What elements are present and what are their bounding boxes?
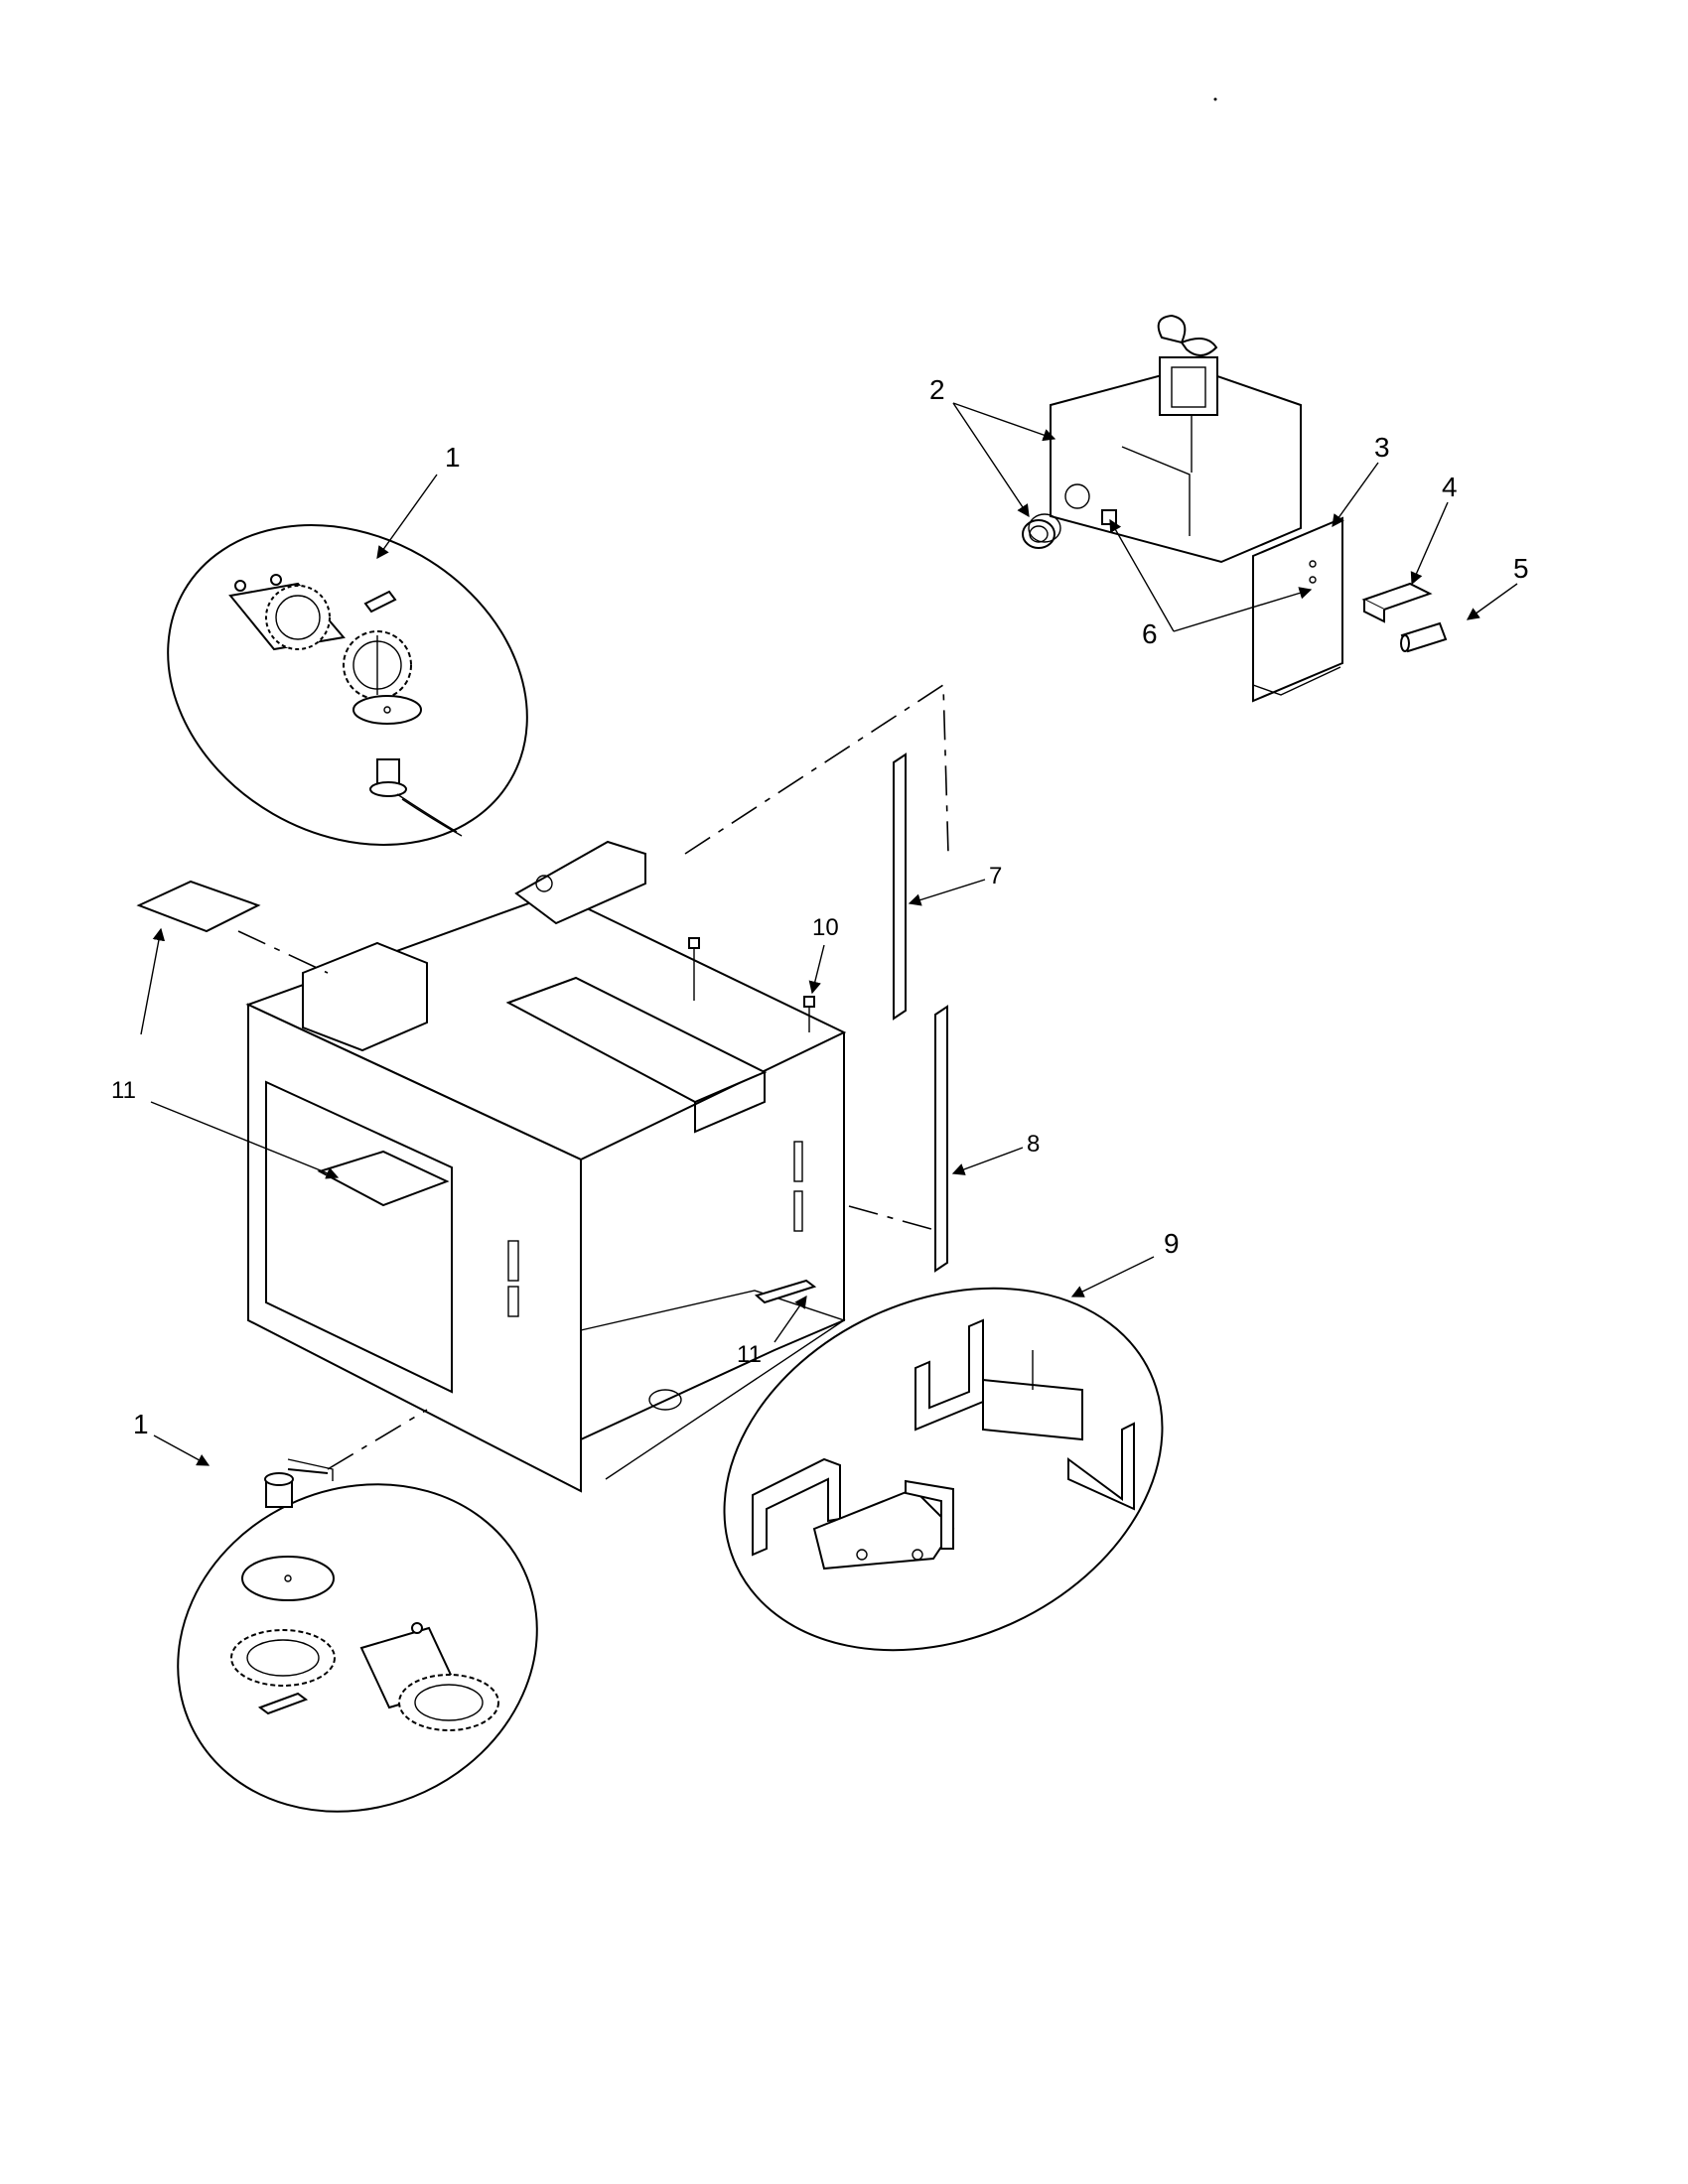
stray-mark [1213, 97, 1217, 101]
callout-10: 10 [812, 914, 839, 941]
callout-11-left: 11 [111, 1077, 136, 1104]
gear-top [343, 630, 412, 700]
callout-4: 4 [1442, 472, 1458, 502]
disc-bottom [241, 1556, 335, 1601]
strain-relief-bushing [1022, 513, 1061, 549]
fan-blade-icon [1157, 314, 1218, 416]
link-plate-bottom [257, 1692, 309, 1715]
fuse-holder-clip [1361, 582, 1433, 623]
gear-bracket-top [228, 574, 346, 651]
insulation-channel [905, 1479, 954, 1550]
blower-motor-assembly [1022, 314, 1302, 564]
insulation-channel [1067, 1422, 1135, 1511]
motor-top [369, 758, 463, 837]
link-plate-top [363, 590, 397, 614]
callout-1-bottom: 1 [133, 1409, 149, 1439]
insulation-channel [914, 1318, 984, 1432]
terminal-screw [1101, 509, 1117, 525]
callout-2: 2 [929, 374, 945, 405]
gear-bracket-bottom [359, 1622, 499, 1731]
callout-5: 5 [1513, 553, 1529, 584]
detail-ellipse-bottom-right [723, 1287, 1164, 1652]
oven-cabinet [245, 840, 847, 1493]
callout-3: 3 [1374, 432, 1390, 463]
centerlines [237, 683, 949, 1470]
gear-bottom [230, 1629, 336, 1687]
insulation-channel [982, 1350, 1083, 1441]
fuse-bracket [1252, 516, 1343, 703]
gasket-strip-8 [934, 1005, 948, 1273]
disc-top [352, 695, 422, 725]
detail-ellipse-bottom-left [177, 1458, 538, 1813]
insulation-pad [136, 880, 261, 933]
callout-11-bottom: 11 [737, 1341, 762, 1368]
callout-7: 7 [989, 863, 1002, 889]
callout-8: 8 [1027, 1131, 1040, 1158]
insulation-channel [752, 1457, 841, 1557]
callout-1-top: 1 [445, 442, 461, 473]
leader-lines [140, 402, 1518, 1466]
gasket-strip-7 [893, 752, 907, 1021]
screw-icon [803, 996, 815, 1032]
callout-labels: 1 1 2 3 4 5 6 7 8 9 10 11 11 [111, 374, 1529, 1439]
callout-9: 9 [1164, 1228, 1180, 1259]
motor-bottom [264, 1458, 334, 1508]
callout-6: 6 [1142, 618, 1158, 649]
fuse [1400, 621, 1448, 653]
detail-ellipse-top-left [167, 524, 528, 846]
screw-icon [688, 937, 700, 1001]
